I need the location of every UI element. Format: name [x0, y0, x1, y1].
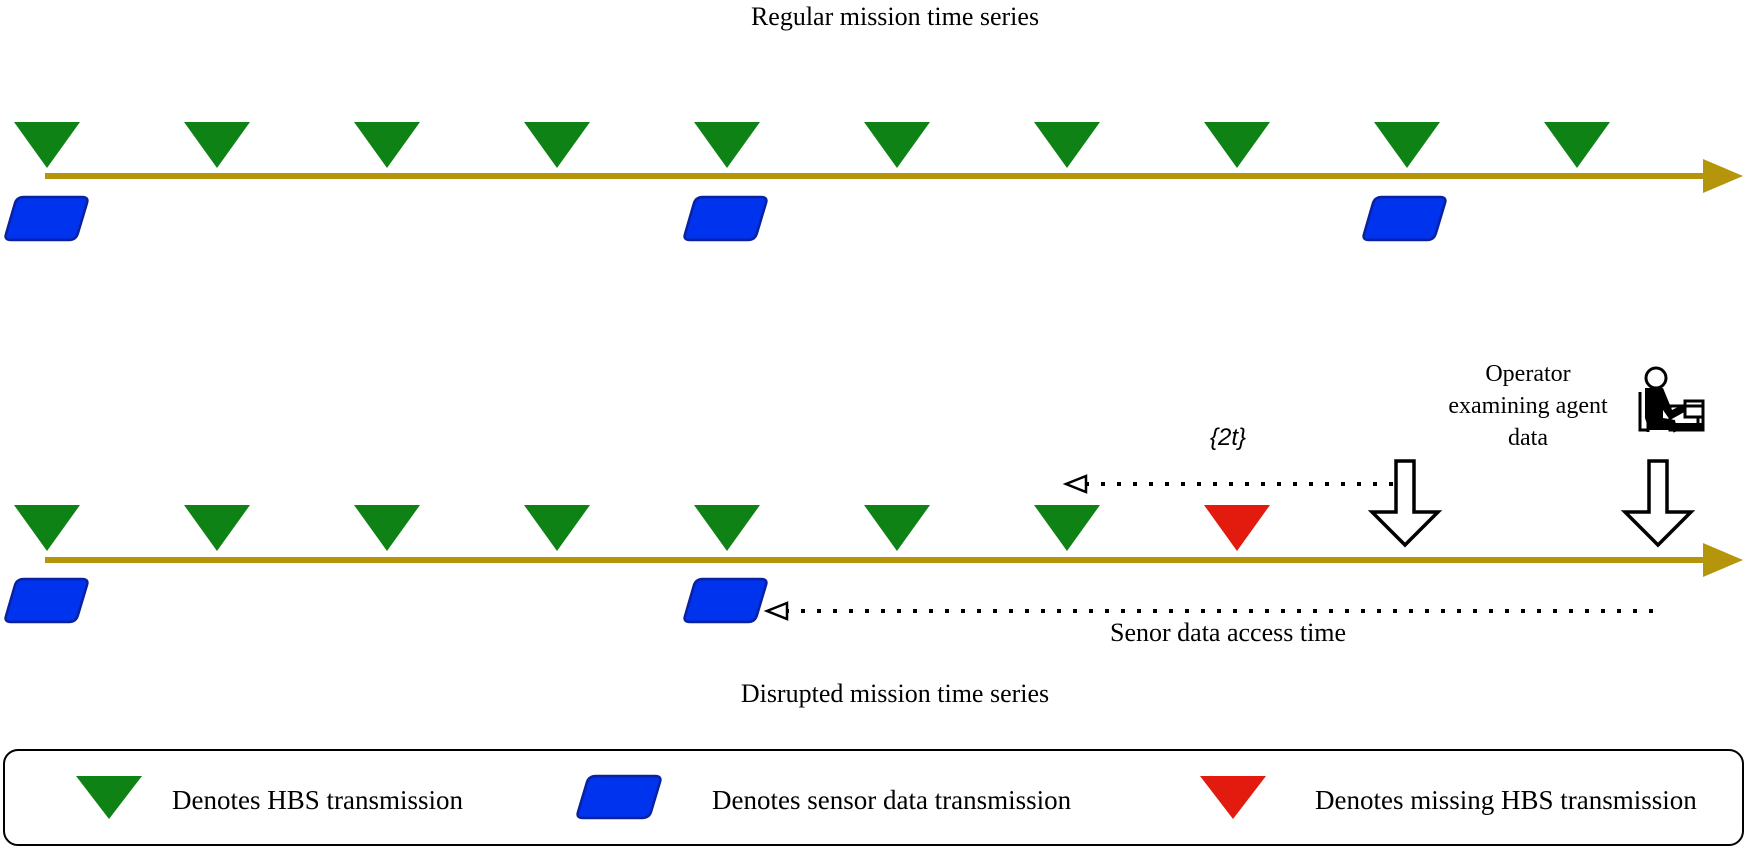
hbs-marker — [864, 122, 930, 168]
missing-hbs-marker — [1204, 505, 1270, 551]
access-time-label: Senor data access time — [1110, 618, 1347, 647]
legend-missing-label: Denotes missing HBS transmission — [1315, 785, 1697, 815]
disrupted-hbs-markers — [14, 505, 1270, 551]
sensor-marker — [4, 195, 89, 242]
gap-interval-arrow — [1062, 474, 1395, 494]
regular-timeline-arrowhead — [1703, 159, 1743, 193]
regular-sensor-markers — [4, 195, 1447, 242]
legend-hbs-icon — [76, 776, 142, 819]
sensor-marker — [1362, 195, 1447, 242]
legend-box — [3, 749, 1744, 846]
hbs-marker — [354, 505, 420, 551]
hbs-marker — [1034, 122, 1100, 168]
regular-hbs-markers — [14, 122, 1610, 168]
hbs-marker — [184, 505, 250, 551]
legend-sensor-icon — [576, 774, 662, 820]
regular-timeline — [4, 122, 1743, 242]
hbs-marker — [864, 505, 930, 551]
disrupted-timeline — [4, 366, 1743, 624]
hbs-marker — [1374, 122, 1440, 168]
hbs-marker — [1204, 122, 1270, 168]
legend-missing-icon — [1200, 776, 1266, 819]
disrupted-sensor-markers — [4, 577, 768, 624]
hbs-marker — [1544, 122, 1610, 168]
sensor-marker — [683, 195, 768, 242]
disrupted-timeline-arrowhead — [1703, 543, 1743, 577]
hbs-marker — [14, 122, 80, 168]
hbs-marker — [524, 505, 590, 551]
legend-sensor-label: Denotes sensor data transmission — [712, 785, 1072, 815]
legend — [3, 749, 1744, 846]
operator-at-desk-icon — [1638, 366, 1705, 433]
hbs-marker — [14, 505, 80, 551]
access-time-arrow — [763, 601, 1660, 621]
hbs-marker — [694, 505, 760, 551]
regular-series-title: Regular mission time series — [750, 2, 1040, 31]
operator-down-arrow-icon — [1620, 459, 1696, 548]
hbs-marker — [354, 122, 420, 168]
operator-label: Operator examining agent data — [1448, 361, 1608, 451]
hbs-marker — [184, 122, 250, 168]
hbs-marker — [694, 122, 760, 168]
hbs-marker — [524, 122, 590, 168]
sensor-marker — [683, 577, 768, 624]
disrupted-series-title: Disrupted mission time series — [740, 679, 1050, 708]
hbs-marker — [1034, 505, 1100, 551]
gap-interval-label: {2t} — [1210, 424, 1247, 451]
event-down-arrow-icon — [1367, 459, 1443, 548]
legend-hbs-label: Denotes HBS transmission — [172, 785, 464, 815]
sensor-marker — [4, 577, 89, 624]
